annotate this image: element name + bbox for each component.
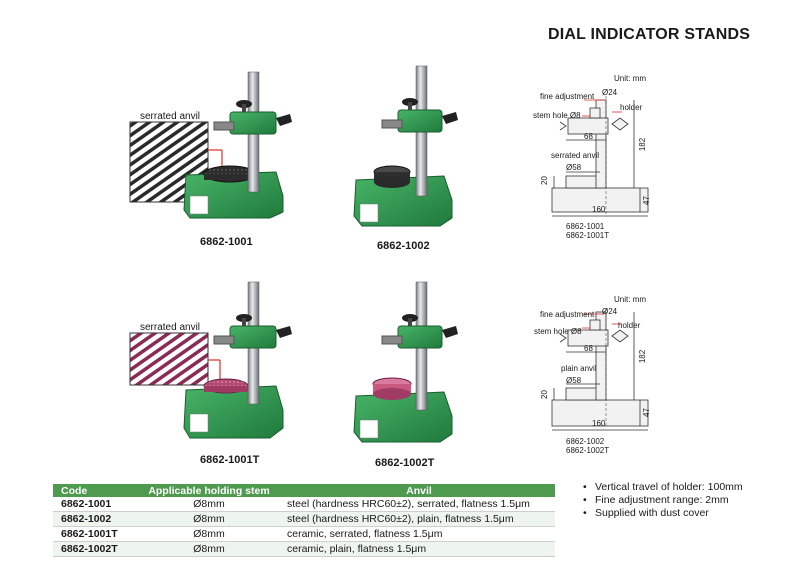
dim-68-label-2: 68 xyxy=(584,344,593,353)
drawing-code-1a: 6862-1001 xyxy=(566,222,605,231)
stand-6862-1002T xyxy=(353,281,458,443)
unit-label-2: Unit: mm xyxy=(614,295,646,304)
cell-code: 6862-1001T xyxy=(53,526,135,542)
drawing-code-2b: 6862-1002T xyxy=(566,446,610,455)
anvil-type-label-2: plain anvil xyxy=(561,364,597,373)
cell-stem: Ø8mm xyxy=(135,511,283,527)
drawing-code-1b: 6862-1001T xyxy=(566,231,610,240)
drawing-code-2a: 6862-1002 xyxy=(566,437,605,446)
anvil-type-label-1: serrated anvil xyxy=(551,151,600,160)
table-row: 6862-1001T Ø8mm ceramic, serrated, flatn… xyxy=(53,526,555,542)
holder-label-2: holder xyxy=(618,321,641,330)
tech-drawing-1 xyxy=(551,96,649,217)
fine-adjustment-label-2: fine adjustment xyxy=(540,310,595,319)
note-item: Supplied with dust cover xyxy=(583,507,743,520)
stem-hole-label-2: stem hole Ø8 xyxy=(534,327,582,336)
cell-code: 6862-1001 xyxy=(53,497,135,512)
serrated-anvil-label-1: serrated anvil xyxy=(140,111,201,122)
cell-stem: Ø8mm xyxy=(135,526,283,542)
dim-47-label-1: 47 xyxy=(641,196,651,205)
cell-code: 6862-1002T xyxy=(53,541,135,557)
dim-20-label-1: 20 xyxy=(539,176,549,185)
col-header-stem: Applicable holding stem xyxy=(135,484,283,497)
cell-anvil: ceramic, plain, flatness 1.5μm xyxy=(283,541,555,557)
spec-table: Code Applicable holding stem Anvil 6862-… xyxy=(53,484,555,557)
spec-table-header: Code Applicable holding stem Anvil xyxy=(53,484,555,497)
table-row: 6862-1002 Ø8mm steel (hardness HRC60±2),… xyxy=(53,511,555,527)
stand-6862-1001T xyxy=(129,281,292,439)
holder-label-1: holder xyxy=(620,103,643,112)
feature-notes: Vertical travel of holder: 100mm Fine ad… xyxy=(583,481,743,520)
dim-20-label-2: 20 xyxy=(539,390,549,399)
product-code-6862-1001T: 6862-1001T xyxy=(200,454,260,466)
dim-160-label-2: 160 xyxy=(592,419,606,428)
cell-anvil: steel (hardness HRC60±2), serrated, flat… xyxy=(283,497,555,512)
ceramic-serrated-anvil-zoom xyxy=(129,332,209,386)
stem-hole-label-1: stem hole Ø8 xyxy=(533,111,581,120)
cell-stem: Ø8mm xyxy=(135,497,283,512)
table-row: 6862-1002T Ø8mm ceramic, plain, flatness… xyxy=(53,541,555,557)
dim-68-label-1: 68 xyxy=(584,132,593,141)
dim-182-label-1: 182 xyxy=(638,137,648,152)
diameter-24-label-1: Ø24 xyxy=(602,88,618,97)
serrated-anvil-label-2: serrated anvil xyxy=(140,322,201,333)
col-header-code: Code xyxy=(53,484,135,497)
note-item: Vertical travel of holder: 100mm xyxy=(583,481,743,494)
product-code-6862-1002T: 6862-1002T xyxy=(375,457,435,469)
cell-stem: Ø8mm xyxy=(135,541,283,557)
dim-182-label-2: 182 xyxy=(638,349,648,364)
diameter-24-label-2: Ø24 xyxy=(602,307,618,316)
cell-code: 6862-1002 xyxy=(53,511,135,527)
note-item: Fine adjustment range: 2mm xyxy=(583,494,743,507)
tech-drawing-2 xyxy=(551,308,649,431)
dim-47-label-2: 47 xyxy=(641,408,651,417)
stand-6862-1001 xyxy=(129,71,292,219)
cell-anvil: ceramic, serrated, flatness 1.5μm xyxy=(283,526,555,542)
unit-label-1: Unit: mm xyxy=(614,74,646,83)
dim-160-label-1: 160 xyxy=(592,205,606,214)
illustrations xyxy=(129,65,649,443)
table-row: 6862-1001 Ø8mm steel (hardness HRC60±2),… xyxy=(53,497,555,512)
page-title: DIAL INDICATOR STANDS xyxy=(548,26,751,43)
col-header-anvil: Anvil xyxy=(283,484,555,497)
cell-anvil: steel (hardness HRC60±2), plain, flatnes… xyxy=(283,511,555,527)
diameter-58-label-1: Ø58 xyxy=(566,163,582,172)
stand-6862-1002 xyxy=(353,65,458,227)
diameter-58-label-2: Ø58 xyxy=(566,376,582,385)
product-code-6862-1001: 6862-1001 xyxy=(200,236,253,248)
product-code-6862-1002: 6862-1002 xyxy=(377,240,430,252)
fine-adjustment-label-1: fine adjustment xyxy=(540,92,595,101)
